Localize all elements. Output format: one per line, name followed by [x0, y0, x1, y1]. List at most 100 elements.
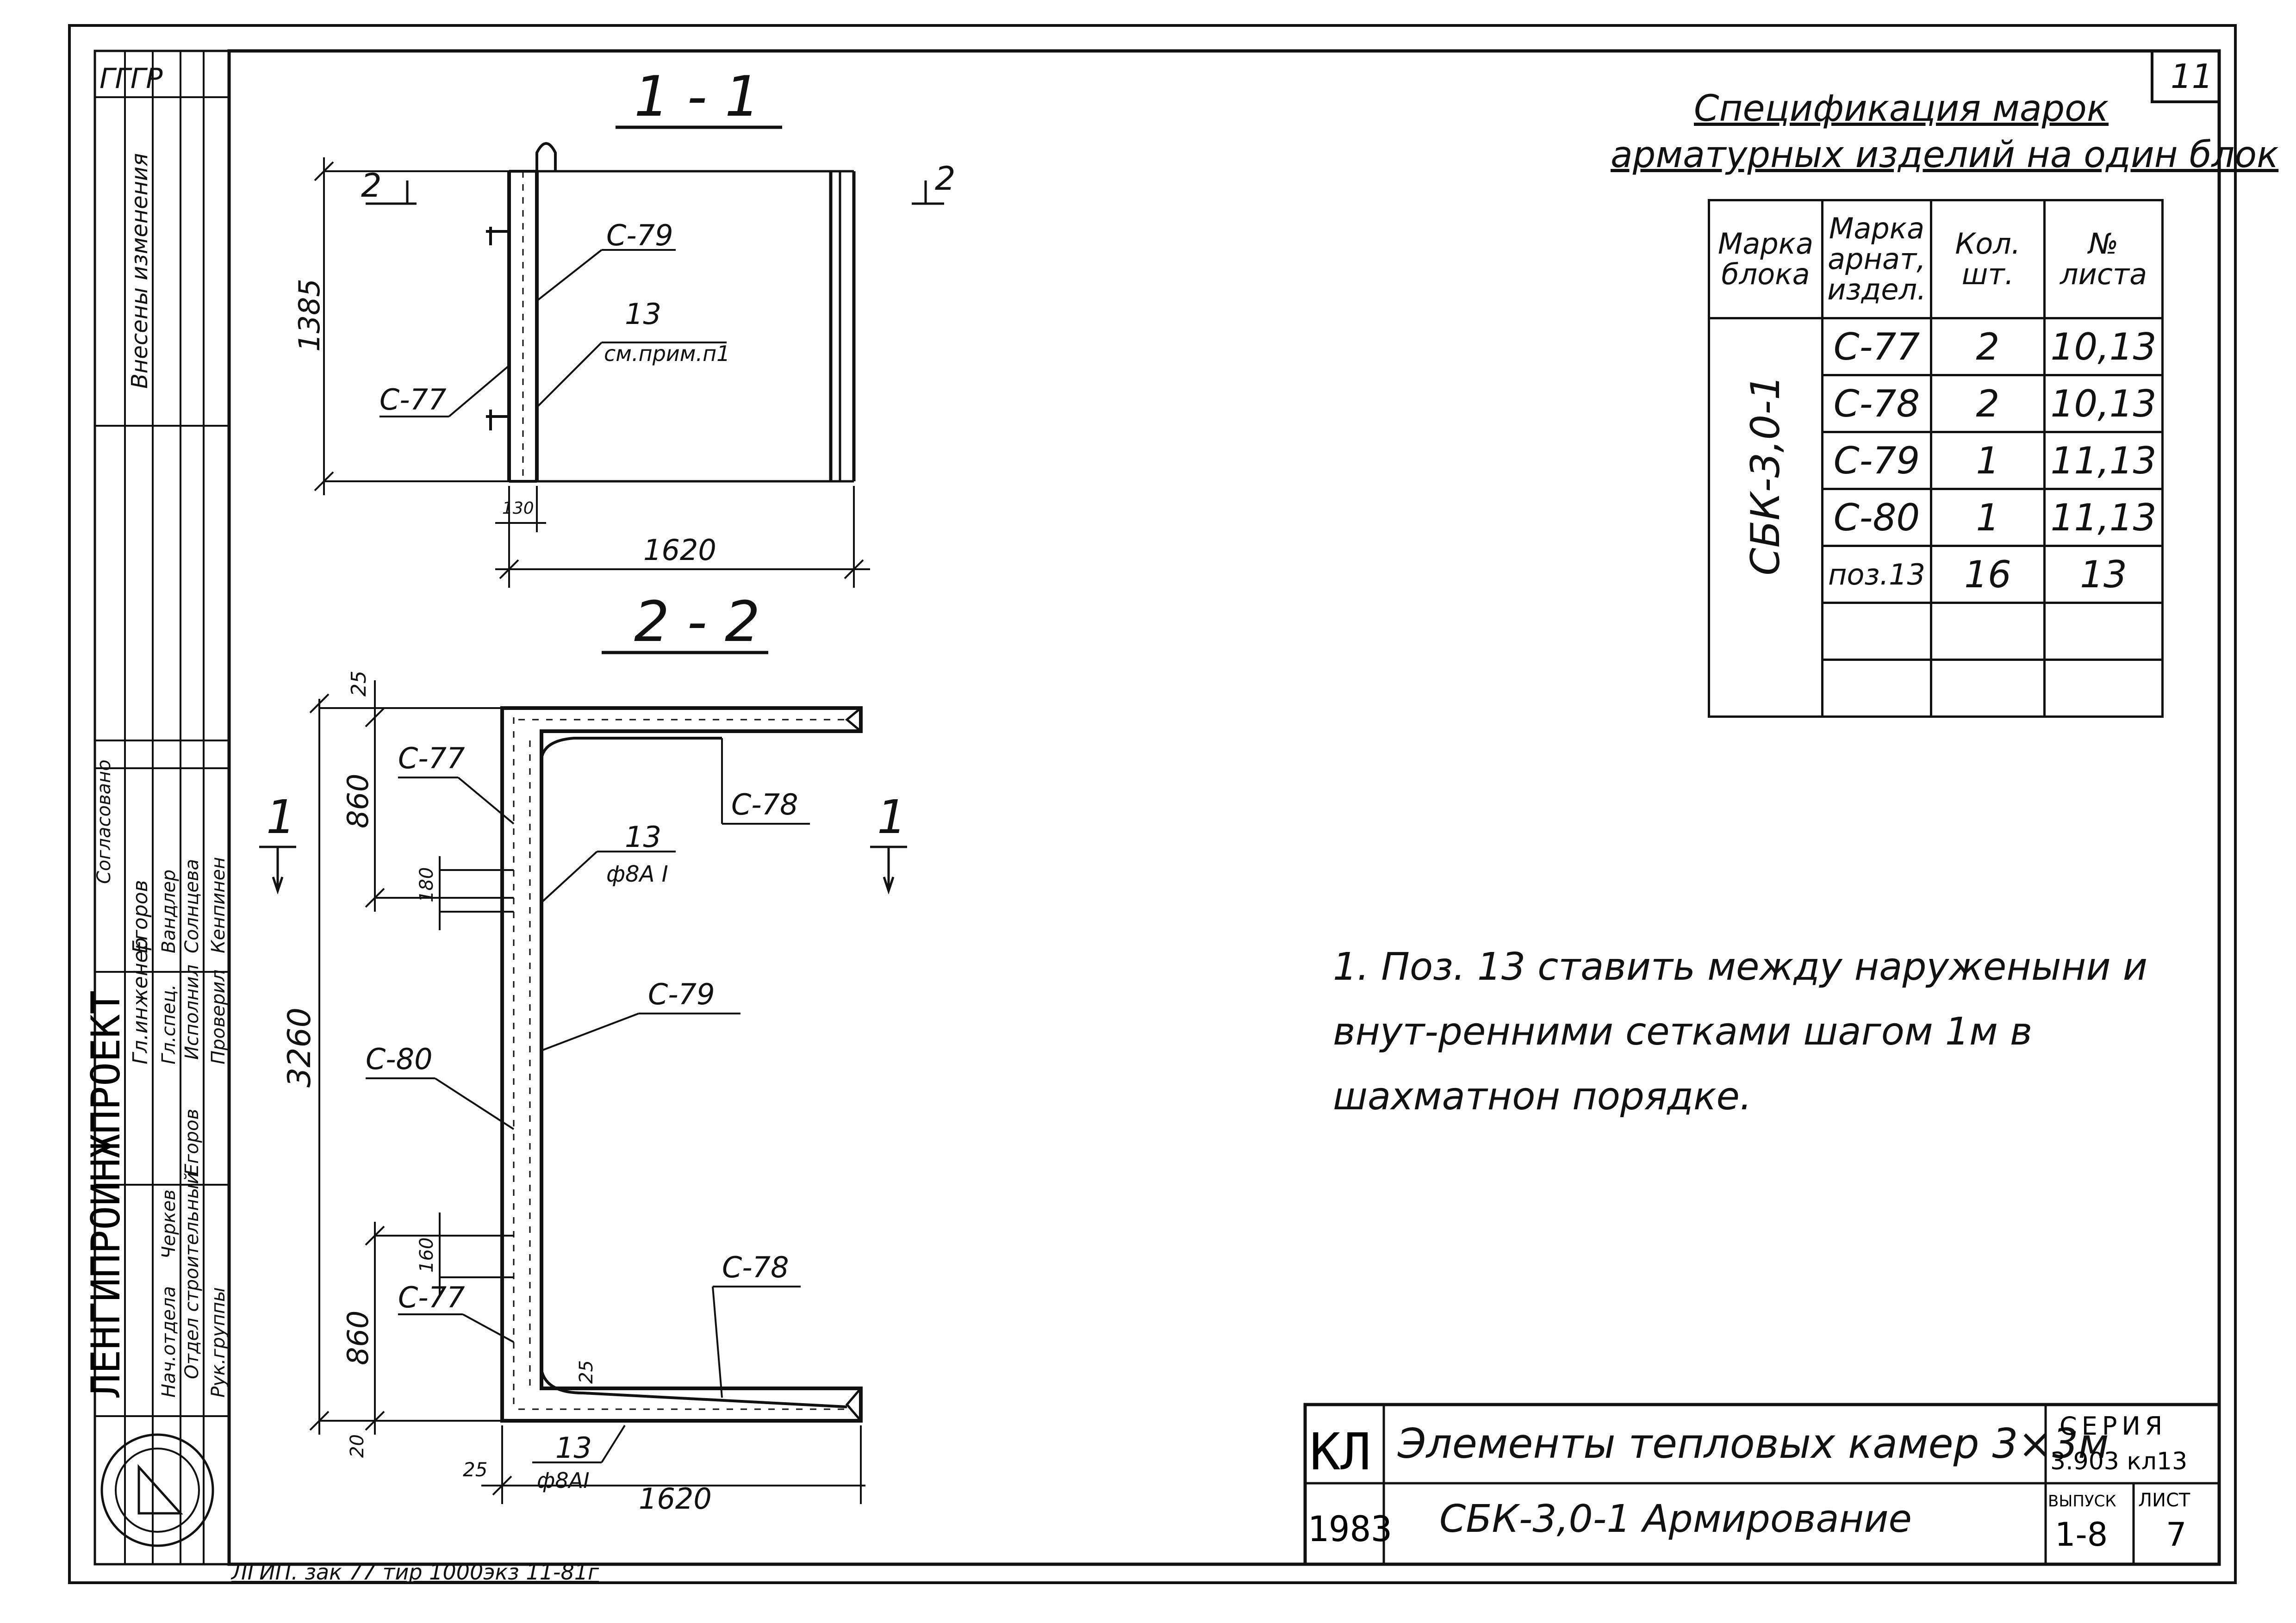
- spec-cell-sheet: [2043, 659, 2164, 718]
- side-role-3: Исполнил: [181, 964, 203, 1060]
- table-row: [1709, 659, 2164, 718]
- side-name-2: Черкев: [158, 1189, 180, 1259]
- spec-cell-sheet: 13: [2043, 545, 2164, 604]
- title-block-issue-label: ВЫПУСК: [2048, 1492, 2116, 1511]
- side-role-4: Проверил: [208, 970, 229, 1064]
- table-row: С-79 1 11,13: [1709, 431, 2164, 490]
- section-2-label-c78-top: С-78: [731, 788, 798, 821]
- section-2-dim-bottom-25: 25: [463, 1458, 487, 1481]
- side-dept: Отдел строительный: [181, 1172, 203, 1379]
- spec-cell-sheet: 11,13: [2043, 431, 2164, 490]
- outer-frame: [68, 24, 2237, 1584]
- spec-cell-mark: С-80: [1821, 488, 1932, 547]
- title-block-series-value: 3.903 кл13: [2050, 1448, 2187, 1475]
- section-2-dim-upper-860: 860: [341, 774, 375, 828]
- section-2-cut-mark-left: 1: [266, 790, 296, 844]
- spec-header-sheet-no: № листа: [2043, 199, 2164, 319]
- side-name-5: Солнцева: [181, 859, 203, 953]
- side-top-heading: Внесены изменения: [127, 153, 153, 389]
- spec-cell-mark: С-78: [1821, 374, 1932, 433]
- spec-cell-mark: [1821, 659, 1932, 718]
- section-2-dim-3260: 3260: [281, 1007, 318, 1088]
- spec-cell-sheet: 11,13: [2043, 488, 2164, 547]
- section-1-dim-height: 1385: [292, 279, 326, 352]
- spec-cell-qty: [1930, 659, 2046, 718]
- section-2-dim-160: 160: [416, 1237, 437, 1273]
- side-name-6: Кенпинен: [208, 857, 229, 953]
- corner-sheet-number: 11: [2171, 57, 2213, 96]
- corner-sheet-box: [2151, 50, 2221, 103]
- section-2-dim-lower-860: 860: [341, 1311, 375, 1365]
- side-org-name: ЛЕНГИПРОИНЖПРОЕКТ: [83, 990, 129, 1398]
- spec-cell-qty: 2: [1930, 317, 2046, 376]
- table-row: СБК-3,0-1 С-77 2 10,13: [1708, 317, 2164, 718]
- drawing-note: 1. Поз. 13 ставить между наруженыни и вн…: [1333, 945, 2147, 1119]
- table-row: С-80 1 11,13: [1709, 488, 2164, 547]
- table-row: [1709, 602, 2164, 661]
- side-role-6: Рук.группы: [208, 1287, 229, 1398]
- spec-cell-qty: 16: [1930, 545, 2046, 604]
- side-role-1: Гл.инженер: [129, 938, 152, 1064]
- section-2-dim-bottom-20: 20: [347, 1434, 368, 1458]
- section-1-drawing: [314, 142, 944, 588]
- spec-cell-mark: поз.13: [1821, 545, 1932, 604]
- title-block-year: 1983: [1307, 1508, 1392, 1549]
- title-block-sheet-value: 7: [2166, 1516, 2187, 1554]
- spec-block-mark-cell: СБК-3,0-1: [1708, 317, 1823, 718]
- section-1-label-c77: С-77: [380, 383, 447, 417]
- spec-cell-mark: С-79: [1821, 431, 1932, 490]
- title-block-issue-value: 1-8: [2055, 1516, 2108, 1554]
- title-block-series-label: СЕРИЯ: [2060, 1412, 2167, 1441]
- spec-cell-qty: [1930, 602, 2046, 661]
- spec-cell-qty: 1: [1930, 431, 2046, 490]
- section-2-label-pos13-bottom-dia: ф8АI: [537, 1468, 590, 1493]
- section-1-cut-mark-right: 2: [935, 160, 956, 198]
- section-1-label-pos13: 13: [625, 297, 661, 331]
- side-name-4: Вандлер: [158, 870, 180, 953]
- table-row: С-78 2 10,13: [1709, 374, 2164, 433]
- title-block: [1303, 1403, 2221, 1566]
- section-2-label-pos13: 13: [625, 820, 661, 854]
- section-2-label-c80: С-80: [366, 1042, 433, 1076]
- print-stamp: ЛГИП. зак 77 тир 1000экз 11-81г: [231, 1560, 599, 1585]
- section-2-dim-inner-25: 25: [576, 1360, 597, 1384]
- section-1-label-pos13-note: см.прим.п1: [604, 341, 730, 366]
- side-role-2: Нач.отдела: [158, 1286, 180, 1398]
- section-2-label-c79: С-79: [648, 977, 715, 1011]
- section-1-dim-small: 130: [502, 499, 534, 518]
- section-2-label-c78-bottom: С-78: [722, 1250, 789, 1284]
- section-1-cut-mark-left: 2: [361, 167, 382, 205]
- section-1-title: 1 - 1: [634, 65, 760, 129]
- side-agreed: Согласовано: [93, 759, 115, 884]
- section-2-drawing: [259, 680, 907, 1504]
- spec-cell-qty: 1: [1930, 488, 2046, 547]
- section-2-cut-mark-right: 1: [877, 790, 907, 844]
- section-2-label-pos13-bottom: 13: [555, 1431, 592, 1465]
- spec-cell-sheet: 10,13: [2043, 374, 2164, 433]
- title-block-code: КЛ: [1310, 1422, 1371, 1481]
- spec-cell-sheet: [2043, 602, 2164, 661]
- spec-header-item-mark: Марка арнат, издел.: [1821, 199, 1932, 319]
- section-2-title: 2 - 2: [634, 590, 760, 654]
- spec-cell-sheet: 10,13: [2043, 317, 2164, 376]
- section-2-dim-top-25: 25: [347, 671, 371, 696]
- section-2-dim-width-1620: 1620: [639, 1482, 712, 1516]
- org-logo-icon: [100, 1433, 214, 1547]
- side-name-3: Егоров: [181, 1109, 203, 1175]
- spec-title-line-2: арматурных изделий на один блок: [1611, 134, 2279, 176]
- section-1-label-c79: С-79: [606, 218, 673, 252]
- spec-table: Марка блока Марка арнат, издел. Кол. шт.…: [1708, 199, 2164, 718]
- spec-title-line-1: Спецификация марок: [1694, 88, 2109, 130]
- title-block-title: Элементы тепловых камер 3×3м: [1397, 1420, 2109, 1468]
- side-name-1: Егоров: [129, 880, 152, 953]
- section-2-label-c77-bottom: С-77: [398, 1281, 465, 1314]
- spec-header-block-mark: Марка блока: [1708, 199, 1823, 319]
- section-2-label-c77-top: С-77: [398, 741, 465, 775]
- table-row: поз.13 16 13: [1709, 545, 2164, 604]
- stamp-letters: ГГГР: [100, 62, 163, 95]
- spec-header-qty: Кол. шт.: [1930, 199, 2046, 319]
- title-block-sheet-label: ЛИСТ: [2138, 1490, 2190, 1511]
- side-role-5: Гл.спец.: [158, 984, 180, 1064]
- spec-cell-mark: С-77: [1821, 317, 1932, 376]
